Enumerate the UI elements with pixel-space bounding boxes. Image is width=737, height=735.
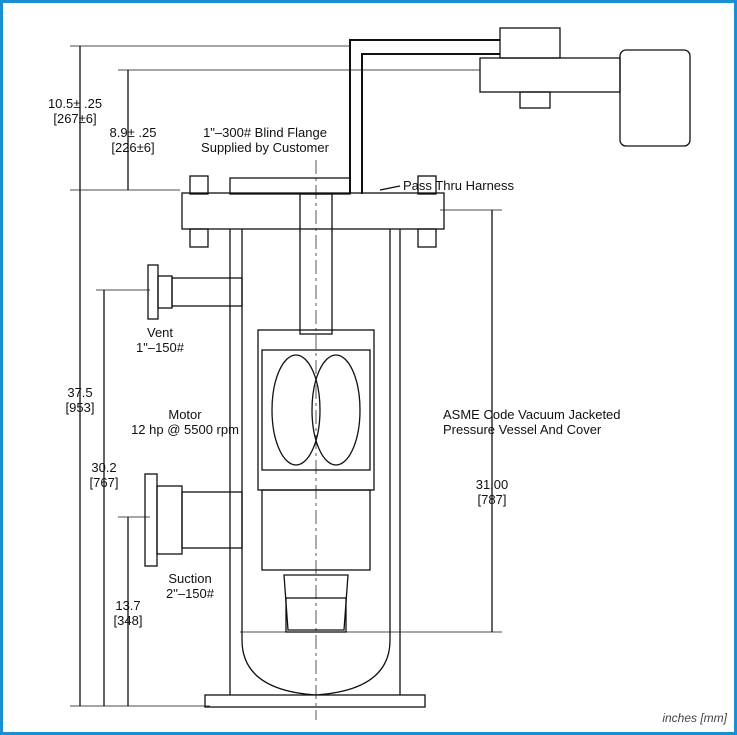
vent-nozzle — [171, 277, 243, 307]
callout-suction: Suction 2"–150# — [166, 571, 214, 601]
callout-blind-flange: 1"–300# Blind Flange Supplied by Custome… — [201, 125, 329, 155]
suction-nozzle — [181, 491, 243, 549]
callout-pass-thru: Pass Thru Harness — [403, 178, 515, 193]
dim-overall-top: 10.5± .25 [267±6] — [47, 96, 103, 126]
dim-top-flange: 8.9± .25 [226±6] — [109, 125, 157, 155]
base-plate — [204, 694, 426, 708]
callout-motor: Motor 12 hp @ 5500 rpm — [131, 407, 239, 437]
top-flange — [181, 192, 445, 230]
units-note: inches [mm] — [662, 711, 727, 725]
callout-vessel: ASME Code Vacuum Jacketed Pressure Vesse… — [443, 407, 621, 437]
blind-flange — [229, 177, 351, 195]
dim-overall-height: 37.5 [953] — [65, 385, 95, 415]
dim-vent-height: 30.2 [767] — [89, 460, 119, 490]
dim-suction-height: 13.7 [348] — [113, 598, 143, 628]
callout-vent: Vent 1"–150# — [136, 325, 184, 355]
dim-vessel-height: 31.00 [787] — [475, 477, 509, 507]
